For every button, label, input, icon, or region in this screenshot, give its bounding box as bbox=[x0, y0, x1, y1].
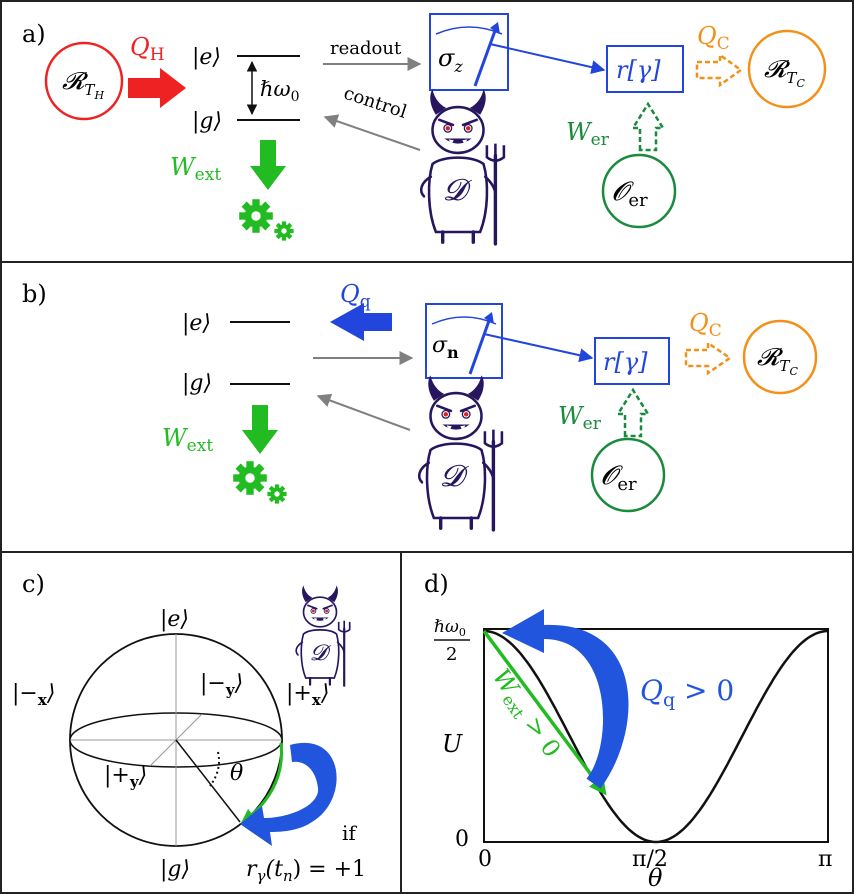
panel-label-d: d) bbox=[424, 570, 449, 598]
svg-text:𝓞er: 𝓞er bbox=[612, 177, 648, 211]
excited-state-label: |e⟩ bbox=[192, 45, 221, 70]
svg-text:𝓡TC: 𝓡TC bbox=[757, 343, 798, 378]
panel-label-a: a) bbox=[22, 20, 46, 48]
erasure-work-arrow-b bbox=[615, 387, 651, 438]
plus-x-label: |+x⟩ bbox=[286, 681, 329, 709]
x-axis-label: θ bbox=[648, 864, 663, 892]
work-ext-label-b: Wext bbox=[162, 424, 213, 456]
svg-text:𝓡TH: 𝓡TH bbox=[62, 67, 104, 102]
condition-label: rγ(tn) = +1 bbox=[246, 857, 366, 885]
register-box: r[γ] bbox=[606, 45, 684, 93]
cold-bath: 𝓡TC bbox=[747, 29, 827, 109]
heat-hot-arrow bbox=[128, 68, 186, 108]
panel-label-b: b) bbox=[22, 280, 47, 308]
x-tick-0: 0 bbox=[478, 847, 492, 872]
work-ext-annotation: Wext > 0 bbox=[485, 664, 567, 764]
blue-rotation-arrow bbox=[240, 742, 337, 846]
heat-q-arrow bbox=[330, 303, 392, 341]
theta-label: θ bbox=[230, 761, 243, 786]
svg-text:𝓡TC: 𝓡TC bbox=[764, 55, 805, 90]
svg-text:r[γ]: r[γ] bbox=[603, 348, 648, 376]
demon-icon bbox=[419, 87, 506, 246]
y-axis-label: U bbox=[442, 730, 463, 758]
panel-c: c) |e⟩ |g⟩ |−x⟩ |+x⟩ |−y⟩ |+y⟩ θ if rγ(t… bbox=[12, 570, 366, 885]
panel-d: d) U θ ℏω0 2 0 0 π/2 π Qq > 0 Wext > 0 bbox=[424, 570, 832, 892]
erasure-work-label: Wer bbox=[566, 118, 610, 150]
svg-text:σn: σn bbox=[432, 333, 459, 362]
heat-q-label: Qq bbox=[340, 280, 371, 312]
eraser: 𝓞er bbox=[601, 153, 677, 229]
readout-label: readout bbox=[330, 38, 402, 59]
condition-if: if bbox=[342, 821, 357, 845]
svg-text:𝓞er: 𝓞er bbox=[601, 461, 637, 495]
work-ext-line bbox=[482, 629, 607, 796]
meter-sigma-z: σz bbox=[429, 13, 509, 91]
demon-icon-b bbox=[417, 373, 504, 532]
x-tick-1: π/2 bbox=[632, 847, 668, 872]
heat-cold-arrow bbox=[695, 52, 744, 88]
control-arrow bbox=[323, 114, 421, 151]
demon-label-c: 𝓓 bbox=[310, 641, 332, 666]
x-tick-2: π bbox=[818, 847, 832, 872]
ground-state-label-b: |g⟩ bbox=[182, 371, 212, 396]
panel-label-c: c) bbox=[22, 570, 45, 598]
svg-text:σz: σz bbox=[438, 44, 463, 76]
meter-to-register-arrow-b bbox=[483, 333, 594, 363]
potential-curve bbox=[483, 629, 829, 844]
control-arrow-b bbox=[316, 393, 411, 431]
meter-to-register-arrow bbox=[489, 43, 606, 75]
plus-y-label: |+y⟩ bbox=[104, 763, 147, 791]
meter-sigma-n: σn bbox=[425, 303, 503, 379]
excited-state-label-b: |e⟩ bbox=[182, 311, 211, 336]
gear-icon-b bbox=[233, 461, 287, 504]
theta-arc bbox=[209, 751, 220, 787]
erasure-work-arrow bbox=[630, 101, 666, 152]
register-box-b: r[γ] bbox=[594, 337, 670, 385]
heat-cold-label-b: QC bbox=[689, 309, 722, 341]
gear-icon bbox=[239, 199, 294, 241]
ground-state-label: |g⟩ bbox=[192, 109, 222, 134]
heat-q-annotation: Qq > 0 bbox=[640, 674, 734, 711]
south-label: |g⟩ bbox=[160, 857, 190, 882]
gap-label: ℏω0 bbox=[260, 77, 300, 105]
demon-icon-c bbox=[295, 584, 351, 687]
panel-a: a) 𝓡TH QH |e⟩ |g⟩ ℏω0 readout control bbox=[22, 13, 827, 246]
y-tick-top-num: ℏω0 bbox=[434, 617, 466, 639]
work-ext-arrow bbox=[250, 140, 286, 190]
heat-q-arrow-d bbox=[502, 609, 629, 789]
work-ext-arrow-b bbox=[242, 405, 278, 454]
hot-bath: 𝓡TH bbox=[44, 41, 124, 121]
minus-x-label: |−x⟩ bbox=[12, 681, 55, 709]
control-label: control bbox=[341, 83, 409, 123]
north-label: |e⟩ bbox=[160, 607, 189, 632]
minus-y-label: |−y⟩ bbox=[200, 671, 243, 699]
svg-text:r[γ]: r[γ] bbox=[616, 56, 661, 84]
heat-cold-arrow-b bbox=[684, 340, 733, 376]
eraser-b: 𝓞er bbox=[590, 437, 666, 513]
heat-hot-label: QH bbox=[130, 33, 165, 65]
cold-bath-b: 𝓡TC bbox=[742, 319, 818, 395]
panel-b: b) |e⟩ |g⟩ Qq σn r[γ] QC bbox=[22, 280, 818, 532]
y-tick-zero: 0 bbox=[455, 827, 469, 852]
heat-cold-label: QC bbox=[697, 22, 730, 54]
erasure-work-label-b: Wer bbox=[558, 402, 602, 434]
state-vector bbox=[175, 739, 241, 823]
work-ext-label: Wext bbox=[170, 153, 221, 185]
y-tick-top-den: 2 bbox=[446, 644, 457, 665]
